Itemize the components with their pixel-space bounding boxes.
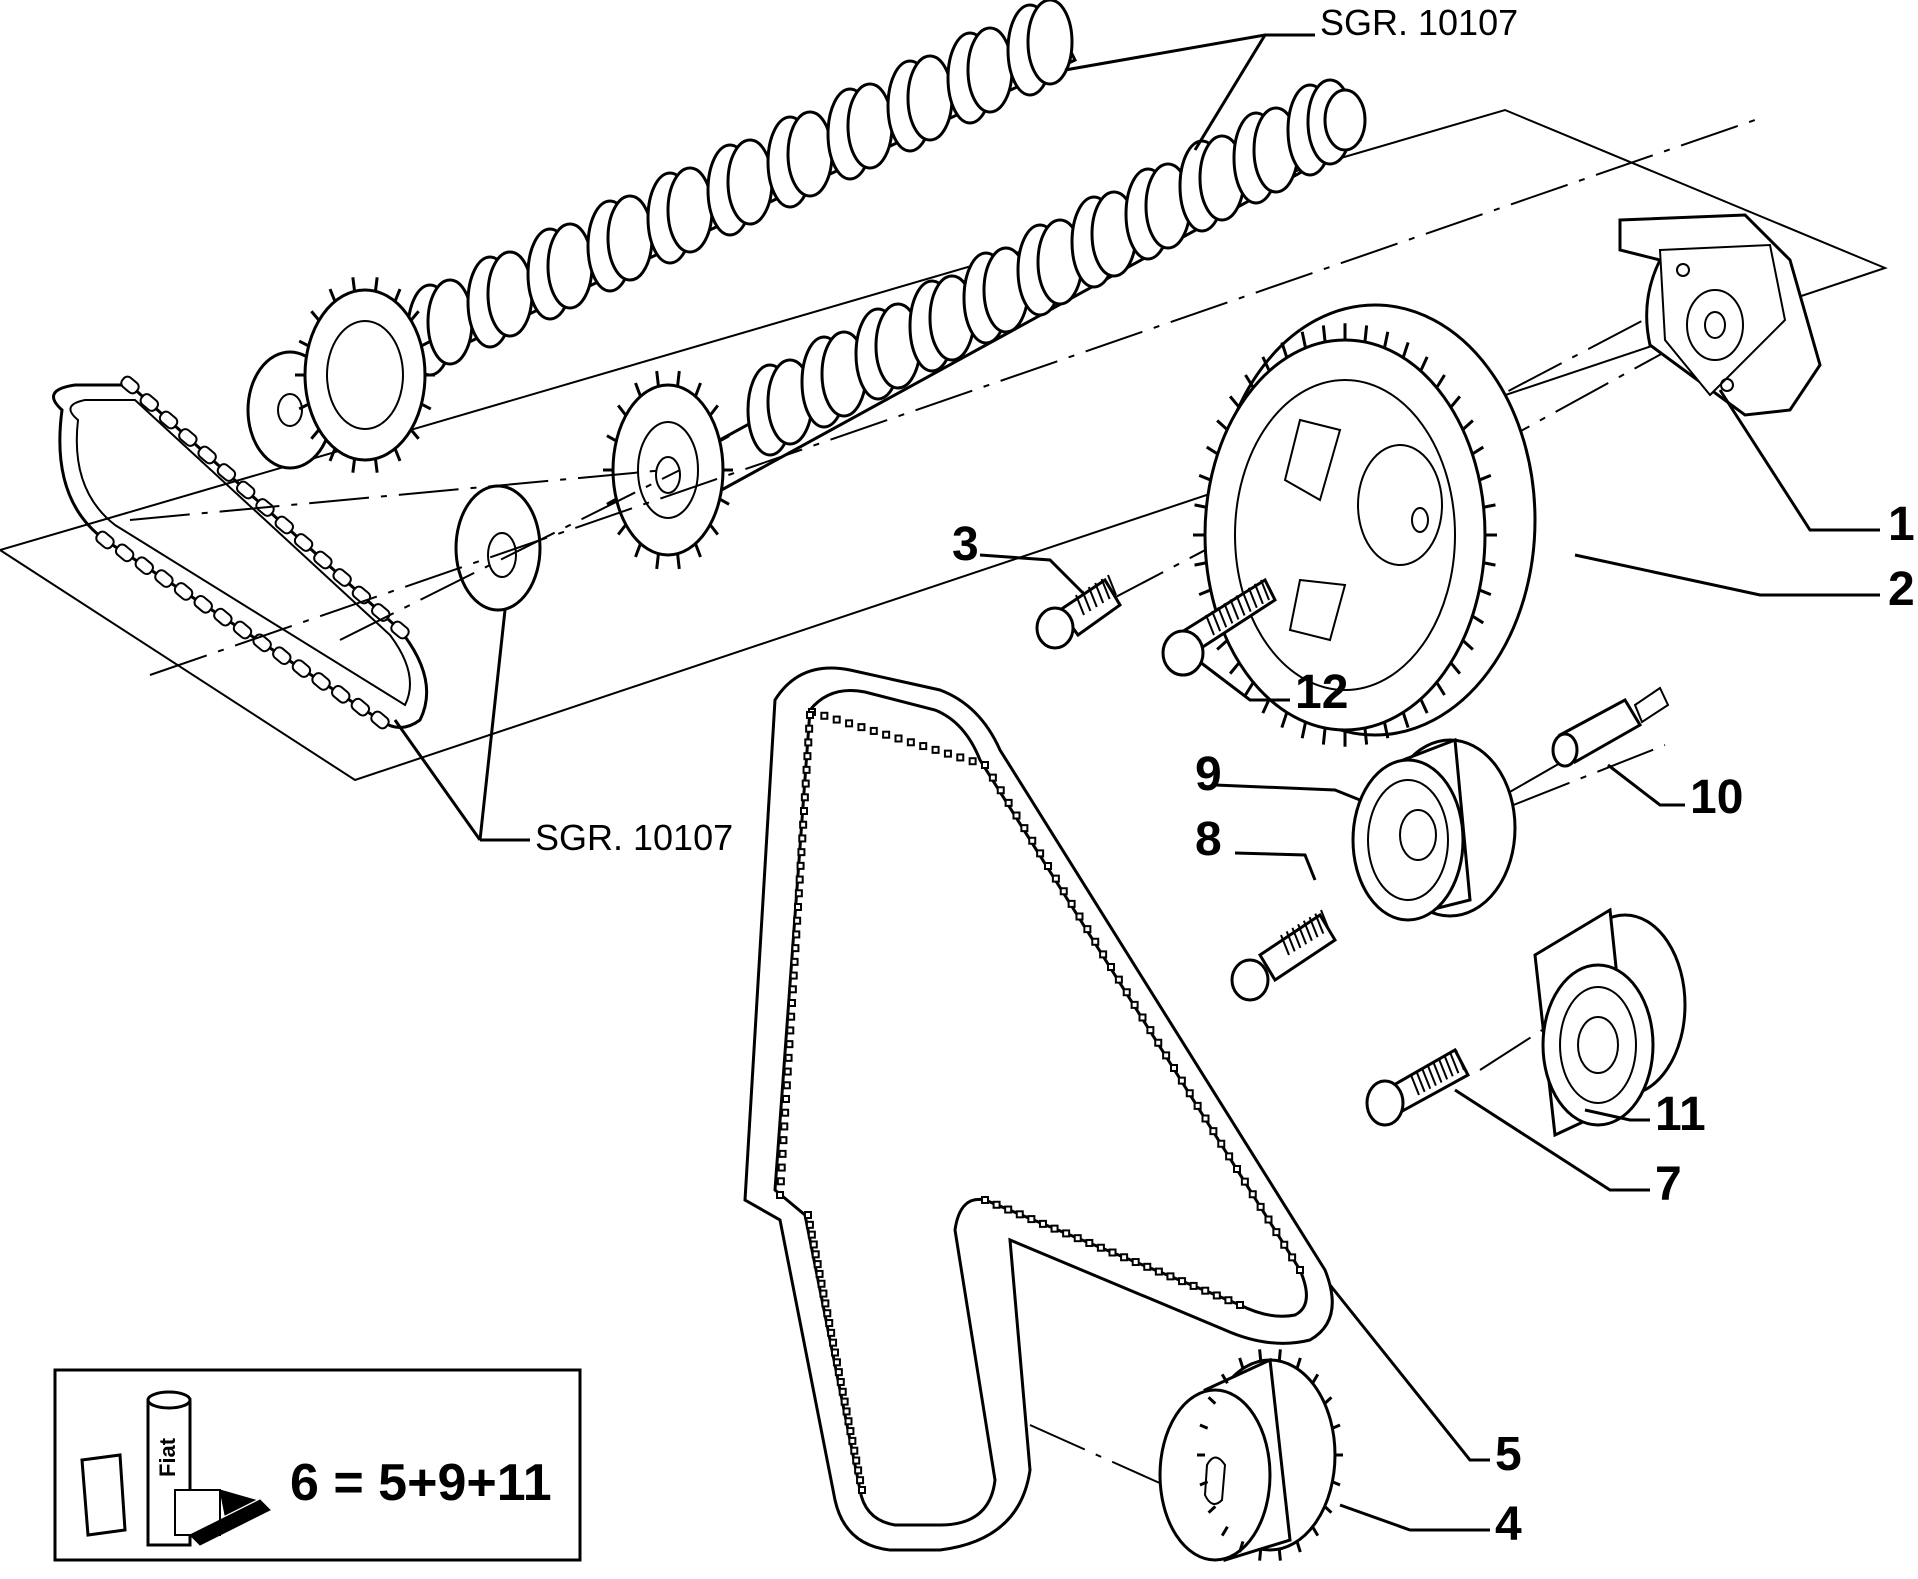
- part-4-crankshaft-pulley: [1158, 1349, 1343, 1562]
- lower-camshaft: [663, 78, 1367, 513]
- part-10-stud: [1551, 686, 1670, 768]
- callout-3: 3: [952, 518, 979, 571]
- callout-4: 4: [1495, 1498, 1522, 1551]
- timing-chain: [52, 375, 429, 730]
- kit-equation: 6 = 5+9+11: [290, 1454, 552, 1512]
- callout-2: 2: [1888, 563, 1915, 616]
- callout-8: 8: [1195, 813, 1222, 866]
- callout-11: 11: [1655, 1088, 1706, 1141]
- part-12-bolt: [1161, 577, 1277, 677]
- callout-10: 10: [1690, 771, 1743, 824]
- callout-5: 5: [1495, 1428, 1522, 1481]
- upper-cam-sprocket: [295, 277, 435, 473]
- part-9-tensioner-pulley: [1351, 737, 1517, 922]
- part-8-bolt: [1230, 909, 1338, 1002]
- part-2-camshaft-pulley: [1193, 303, 1537, 747]
- part-1-rear-plate: [1618, 213, 1822, 417]
- part-5-timing-belt: [743, 666, 1334, 1552]
- kit-box: Fiat 6 = 5+9+11: [53, 1368, 582, 1562]
- callout-7: 7: [1655, 1158, 1682, 1211]
- sgr-reference-top: SGR. 10107: [1320, 2, 1518, 43]
- upper-camshaft: [246, 0, 1078, 470]
- lower-cam-sprocket: [603, 370, 733, 570]
- callout-1: 1: [1888, 498, 1915, 551]
- washer: [454, 484, 542, 612]
- callout-9: 9: [1195, 748, 1222, 801]
- part-3-bolt: [1035, 574, 1122, 650]
- kit-package-icon: Fiat: [80, 1390, 271, 1547]
- part-7-bolt: [1365, 1047, 1471, 1127]
- sgr-reference-bottom: SGR. 10107: [535, 817, 733, 858]
- kit-package-logo: Fiat: [155, 1437, 180, 1477]
- callout-12: 12: [1295, 666, 1348, 719]
- part-11-idler-pulley: [1533, 907, 1687, 1138]
